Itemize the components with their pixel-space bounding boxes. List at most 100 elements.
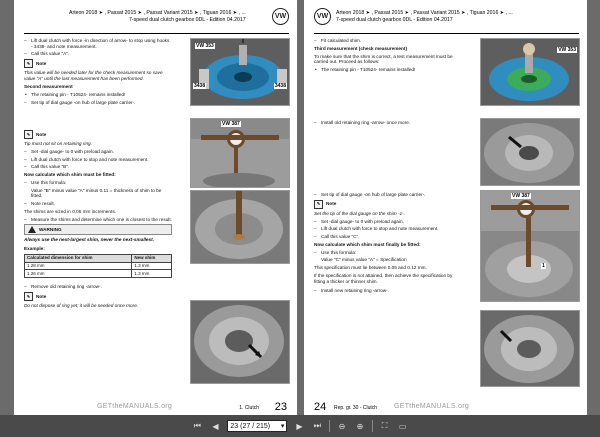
calc-heading: Now calculate which shim must finally be…	[314, 241, 421, 247]
hook-label: 3438	[273, 83, 287, 89]
watermark-site-right: GETtheMANUALS.org	[394, 403, 470, 410]
page-number: 24	[314, 401, 327, 413]
step-set-zero: Set -dial gauge- to 0 with preload again…	[314, 219, 462, 225]
step-use-formula: Use this formula:	[314, 250, 462, 256]
section-heading: Third measurement (check measurement)	[314, 45, 408, 51]
zoom-out-icon[interactable]: ⊖	[338, 421, 346, 431]
table-row: 1.28 mm 1.3 mm	[23, 261, 172, 271]
old-retaining-ring-illustration	[484, 123, 574, 183]
step-call-c: Call this value "C".	[314, 234, 462, 240]
page-header: Arteon 2018 ➤ , Passat 2015 ➤ , Passat V…	[24, 5, 289, 34]
vw-logo-icon: VW	[314, 8, 331, 25]
shim-label: 1	[541, 263, 546, 269]
toolbar-divider	[372, 420, 373, 432]
vw-logo-icon: VW	[272, 8, 289, 25]
figure-shim-gauge: VW 387 1	[480, 190, 580, 302]
last-page-button[interactable]: ⏭	[313, 421, 321, 430]
step-lift-stop: Lift dual clutch with force to stop and …	[314, 226, 462, 232]
step-lift-clutch: Lift dual clutch with force -in directio…	[24, 38, 172, 49]
right-body-top: Fit calculated shim. Third measurement (…	[314, 38, 462, 75]
step-note-result: Note result.	[24, 201, 172, 207]
note-heading: ✎Note	[314, 199, 462, 209]
step-install-new-ring: Install new retaining ring -arrow-.	[314, 288, 462, 294]
note-text: Set the tip of the dial gauge on the shi…	[314, 210, 405, 216]
step-call-b: Call this value "B".	[24, 164, 172, 170]
step-install-old-ring: Install old retaining ring -arrow- once …	[314, 120, 462, 126]
note-icon: ✎	[314, 199, 323, 209]
step-set-gauge: Set tip of dial gauge -on hub of large p…	[24, 100, 172, 106]
spec-text: This specification must lie between 0.05…	[314, 265, 427, 271]
header-gearbox-line: 7-speed dual clutch gearbox 0DL - Editio…	[336, 17, 453, 23]
figure-retaining-ring	[190, 300, 290, 384]
footer-section: 1. Clutch	[239, 405, 259, 411]
figure-clutch-hooks: VW 353 3438 3438	[190, 38, 290, 106]
step-fit-shim: Fit calculated shim.	[314, 38, 462, 44]
warning-box: WARNING	[24, 224, 172, 236]
note-icon: ✎	[24, 59, 33, 69]
figure-dial-gauge-detail	[190, 190, 290, 264]
right-body-middle: Set tip of dial gauge -on hub of large p…	[314, 192, 462, 296]
figure-retaining-pin: VW 353	[480, 38, 580, 106]
toolbar-divider	[329, 420, 330, 432]
note-icon: ✎	[24, 291, 33, 301]
calc-heading: Now calculate which shim must be fitted:	[24, 172, 116, 178]
shim-size-text: The shims are sized in 0.05 mm increment…	[24, 208, 116, 214]
footer-section: Rep. gr. 30 - Clutch	[334, 405, 378, 411]
dial-gauge-detail-illustration	[195, 191, 283, 259]
warning-icon	[28, 226, 36, 234]
left-body-top: Lift dual clutch with force -in directio…	[24, 38, 172, 108]
formula-text: Value "C" minus value "A" = Specificatio…	[321, 257, 407, 263]
tool-label: VW 387	[511, 193, 531, 199]
header-gearbox-line: 7-speed dual clutch gearbox 0DL - Editio…	[129, 17, 246, 23]
viewer-toolbar: ⏮ ◀ 23 (27 / 215)▾ ▶ ⏭ ⊖ ⊕ ⛶ ▭	[0, 415, 600, 437]
warning-text: Always use the next-largest shim, never …	[24, 237, 154, 243]
manual-page-right: VW Arteon 2018 ➤ , Passat 2015 ➤ , Passa…	[304, 0, 587, 415]
retaining-ring-illustration	[194, 305, 284, 377]
step-measure-shims: Measure the shims and determine which on…	[24, 217, 172, 223]
note-heading: ✎Note	[24, 291, 172, 301]
step-remove-ring: Remove old retaining ring -arrow-.	[24, 284, 172, 290]
shim-example-table: Calculated dimension for shim New shim 1…	[23, 253, 172, 279]
note-text: This value will be needed later for the …	[24, 70, 163, 81]
header-model-line: Arteon 2018 ➤ , Passat 2015 ➤ , Passat V…	[336, 10, 513, 16]
first-page-button[interactable]: ⏮	[193, 421, 201, 430]
figure-old-retaining-ring	[480, 118, 580, 186]
step-use-formula: Use this formula:	[24, 180, 172, 186]
step-call-a: Call this value "A".	[24, 51, 172, 57]
fit-page-icon[interactable]: ▭	[398, 421, 407, 431]
tool-label: VW 353	[557, 47, 577, 53]
dial-gauge-illustration	[191, 130, 289, 187]
fullscreen-icon[interactable]: ⛶	[381, 421, 388, 430]
note-heading: ✎Note	[24, 130, 172, 139]
previous-page-button[interactable]: ◀	[212, 421, 219, 431]
manual-page-left: Arteon 2018 ➤ , Passat 2015 ➤ , Passat V…	[14, 0, 297, 415]
section-heading: Second measurement	[24, 84, 73, 90]
chevron-down-icon: ▾	[280, 423, 285, 430]
not-attained-text: If the specification is not attained, th…	[314, 273, 453, 284]
formula-text: Value "B" minus value "A" minus 0.11 = t…	[31, 187, 162, 199]
new-retaining-ring-illustration	[484, 315, 574, 383]
retaining-pin-text: The retaining pin - T10524- remains inst…	[314, 67, 462, 73]
third-intro-text: To make sure that the shim is correct, a…	[314, 53, 453, 65]
retaining-pin-illustration	[489, 43, 569, 101]
tool-label: VW 387	[221, 121, 241, 127]
tool-label: VW 353	[195, 43, 215, 49]
next-page-button[interactable]: ▶	[296, 421, 303, 431]
note-text: Tip must not sit on retaining ring.	[24, 141, 92, 146]
step-set-tip: Set tip of dial gauge -on hub of large p…	[314, 192, 462, 198]
page-indicator[interactable]: 23 (27 / 215)▾	[227, 420, 288, 432]
hook-label: 3438	[193, 83, 207, 89]
clutch-hooks-illustration	[199, 39, 287, 99]
zoom-in-icon[interactable]: ⊕	[356, 421, 364, 431]
watermark-site-left: GETtheMANUALS.org	[97, 403, 173, 410]
table-header-row: Calculated dimension for shim New shim	[23, 253, 172, 263]
right-body-ring: Install old retaining ring -arrow- once …	[314, 120, 462, 128]
example-heading: Example:	[24, 246, 45, 251]
note-text: Do not dispose of ring yet; it will be n…	[24, 302, 139, 308]
step-lift-stop: Lift dual clutch with force to stop and …	[24, 157, 172, 163]
page-header: VW Arteon 2018 ➤ , Passat 2015 ➤ , Passa…	[314, 5, 579, 34]
step-set-zero: Set -dial gauge- to 0 with preload again…	[24, 149, 172, 155]
shim-gauge-illustration	[481, 191, 579, 297]
figure-new-retaining-ring	[480, 310, 580, 387]
table-row: 1.26 mm 1.3 mm	[23, 269, 172, 279]
